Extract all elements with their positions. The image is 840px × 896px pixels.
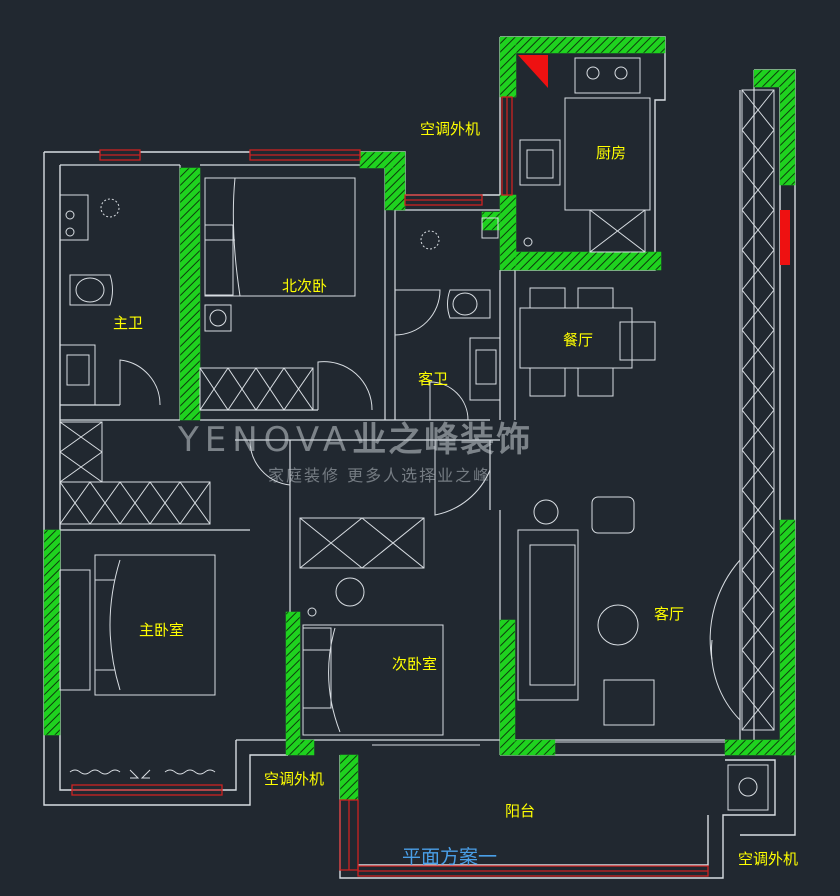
room-label-kitchen: 厨房: [596, 144, 627, 162]
watermark-logo: YENOVA业之峰装饰: [178, 412, 532, 461]
load-bearing-walls: [43, 36, 796, 801]
ac-unit-label-top: 空调外机: [420, 120, 481, 138]
room-label-master-bedroom: 主卧室: [139, 621, 185, 639]
dining-set: [519, 287, 656, 397]
room-label-dining: 餐厅: [563, 331, 594, 349]
room-label-master-bath: 主卫: [113, 314, 144, 332]
beds: [59, 177, 444, 736]
wardrobes: [59, 89, 775, 731]
window-solid-markers: [518, 55, 790, 265]
kitchen-fixtures: [519, 57, 651, 247]
room-label-balcony: 阳台: [505, 802, 536, 820]
balcony-marks: [69, 769, 216, 779]
room-label-guest-bath: 客卫: [418, 370, 449, 388]
room-label-living: 客厅: [654, 605, 685, 623]
watermark-logo-latin: YENOVA: [178, 420, 353, 460]
room-label-second-bedroom: 次卧室: [392, 655, 438, 673]
watermark-logo-cn: 业之峰装饰: [352, 420, 533, 460]
ac-unit-label-bottom-right: 空调外机: [738, 850, 799, 868]
plan-title: 平面方案一: [402, 846, 498, 868]
ac-unit-label-middle: 空调外机: [264, 770, 325, 788]
room-label-north-bedroom: 北次卧: [282, 277, 328, 295]
windows: [71, 96, 709, 877]
doors: [119, 289, 741, 746]
living-furniture: [307, 496, 769, 811]
bathroom-fixtures: [59, 194, 501, 406]
watermark-slogan: 家庭装修 更多人选择业之峰: [268, 466, 492, 485]
